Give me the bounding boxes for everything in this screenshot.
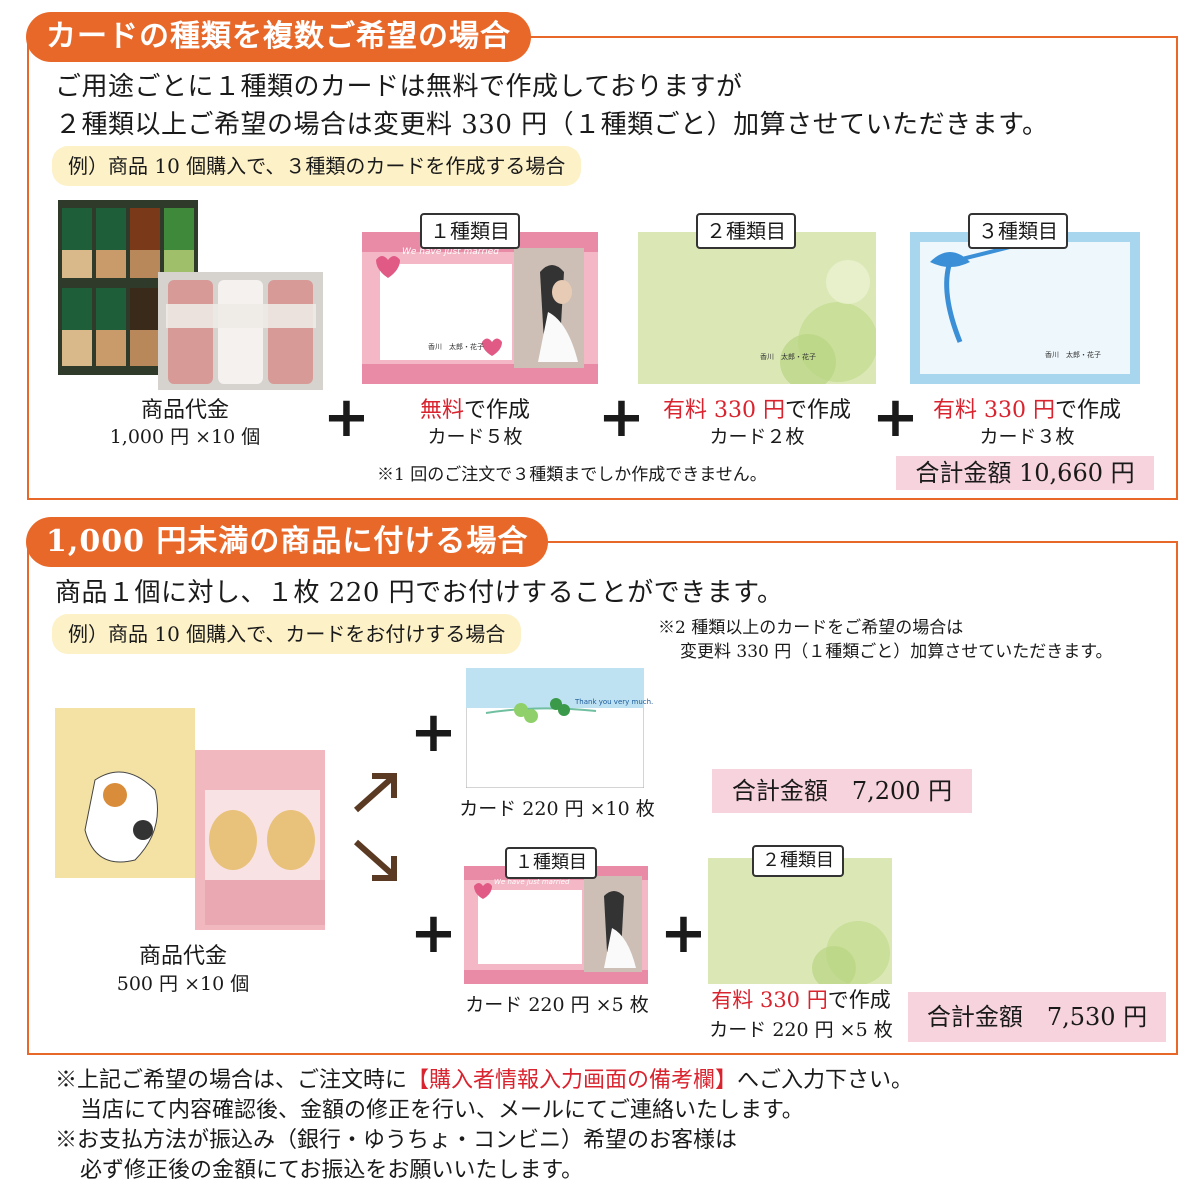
card3-price: 有料 330 円で作成 xyxy=(922,398,1132,423)
footer-line1-a: ※上記ご希望の場合は、ご注文時に xyxy=(55,1068,408,1093)
s2-product-price: 500 円 ×10 個 xyxy=(116,973,250,995)
thankyou-card-image xyxy=(465,667,645,789)
option1-caption: カード 220 円 ×10 枚 xyxy=(459,798,655,820)
card2-label: ２種類目 xyxy=(696,213,796,249)
plus-icon: + xyxy=(410,901,457,966)
card1-count: カード５枚 xyxy=(427,426,523,448)
card2-image xyxy=(638,232,878,390)
card2-signature: 香川 太郎・花子 xyxy=(760,353,816,361)
section1-line1: ご用途ごとに１種類のカードは無料で作成しておりますが xyxy=(55,72,743,102)
product-cookie-image xyxy=(55,700,347,940)
card3-image xyxy=(910,232,1140,384)
option1-total: 合計金額 7,200 円 xyxy=(712,769,972,813)
card1-price: 無料で作成 xyxy=(385,398,565,423)
option2-card1-label: １種類目 xyxy=(505,847,597,879)
arrow-up-right-icon xyxy=(352,768,398,818)
card1-price-rest: で作成 xyxy=(464,398,531,423)
plus-icon: + xyxy=(410,700,457,765)
card2-price: 有料 330 円で作成 xyxy=(652,398,862,423)
card1-signature: 香川 太郎・花子 xyxy=(428,343,484,351)
section2-example: 例）商品 10 個購入で、カードをお付けする場合 xyxy=(52,614,522,654)
s2-note-line2: 変更料 330 円（１種類ごと）加算させていただきます。 xyxy=(680,642,1113,662)
option2-card2-caption: カード 220 円 ×5 枚 xyxy=(709,1019,893,1041)
s1-product-label: 商品代金 xyxy=(140,398,229,423)
s1-total: 合計金額 10,660 円 xyxy=(896,456,1154,490)
option2-card1-heading: We have just married xyxy=(494,878,570,886)
section1-line2: ２種類以上ご希望の場合は変更料 330 円（１種類ごと）加算させていただきます。 xyxy=(55,110,1049,140)
plus-icon: + xyxy=(660,901,707,966)
card3-price-red: 有料 330 円 xyxy=(933,398,1055,423)
footer-line3: ※お支払方法が振込み（銀行・ゆうちょ・コンビニ）希望のお客様は xyxy=(55,1128,738,1153)
option2-card2-label: ２種類目 xyxy=(752,845,844,877)
option2-card2-image xyxy=(708,858,892,990)
section1-tab: カードの種類を複数ご希望の場合 xyxy=(26,12,531,62)
plus-icon: + xyxy=(872,385,919,450)
card1-price-red: 無料 xyxy=(419,398,464,423)
thankyou-card-title: Thank you very much. xyxy=(575,698,654,706)
arrow-down-right-icon xyxy=(352,838,398,888)
s2-note-line1: ※2 種類以上のカードをご希望の場合は xyxy=(658,618,964,638)
card3-price-rest: で作成 xyxy=(1054,398,1121,423)
s2-product-label: 商品代金 xyxy=(138,944,227,969)
footer-line1-red: 【購入者情報入力画面の備考欄】 xyxy=(407,1068,738,1093)
section2-tab: 1,000 円未満の商品に付ける場合 xyxy=(26,517,549,567)
option2-card2-price: 有料 330 円で作成 xyxy=(696,988,906,1013)
footer-line1-b: へご入力下さい。 xyxy=(737,1068,914,1093)
footer-line4: 必ず修正後の金額にてお振込をお願いいたします。 xyxy=(80,1158,584,1183)
footer-line1: ※上記ご希望の場合は、ご注文時に【購入者情報入力画面の備考欄】へご入力下さい。 xyxy=(55,1066,913,1096)
section2-line1: 商品１個に対し、１枚 220 円でお付けすることができます。 xyxy=(55,578,784,608)
card1-heading: We have just married xyxy=(402,247,499,257)
plus-icon: + xyxy=(323,385,370,450)
card3-label: ３種類目 xyxy=(968,213,1068,249)
s1-product-price: 1,000 円 ×10 個 xyxy=(109,426,261,448)
footer-line2: 当店にて内容確認後、金額の修正を行い、メールにてご連絡いたします。 xyxy=(80,1098,804,1123)
product-gift-image xyxy=(58,200,323,390)
card2-price-red: 有料 330 円 xyxy=(663,398,785,423)
option2-card1-caption: カード 220 円 ×5 枚 xyxy=(465,994,649,1016)
card2-price-rest: で作成 xyxy=(784,398,851,423)
option2-card2-price-rest: で作成 xyxy=(827,988,891,1012)
card1-label: １種類目 xyxy=(420,213,520,249)
s1-limit-note: ※1 回のご注文で３種類までしか作成できません。 xyxy=(377,465,767,485)
card3-count: カード３枚 xyxy=(979,426,1075,448)
section1-example: 例）商品 10 個購入で、３種類のカードを作成する場合 xyxy=(52,146,582,186)
option2-card2-price-red: 有料 330 円 xyxy=(711,988,828,1012)
card2-count: カード２枚 xyxy=(709,426,805,448)
card3-signature: 香川 太郎・花子 xyxy=(1045,351,1101,359)
option2-total: 合計金額 7,530 円 xyxy=(908,992,1166,1042)
plus-icon: + xyxy=(598,385,645,450)
